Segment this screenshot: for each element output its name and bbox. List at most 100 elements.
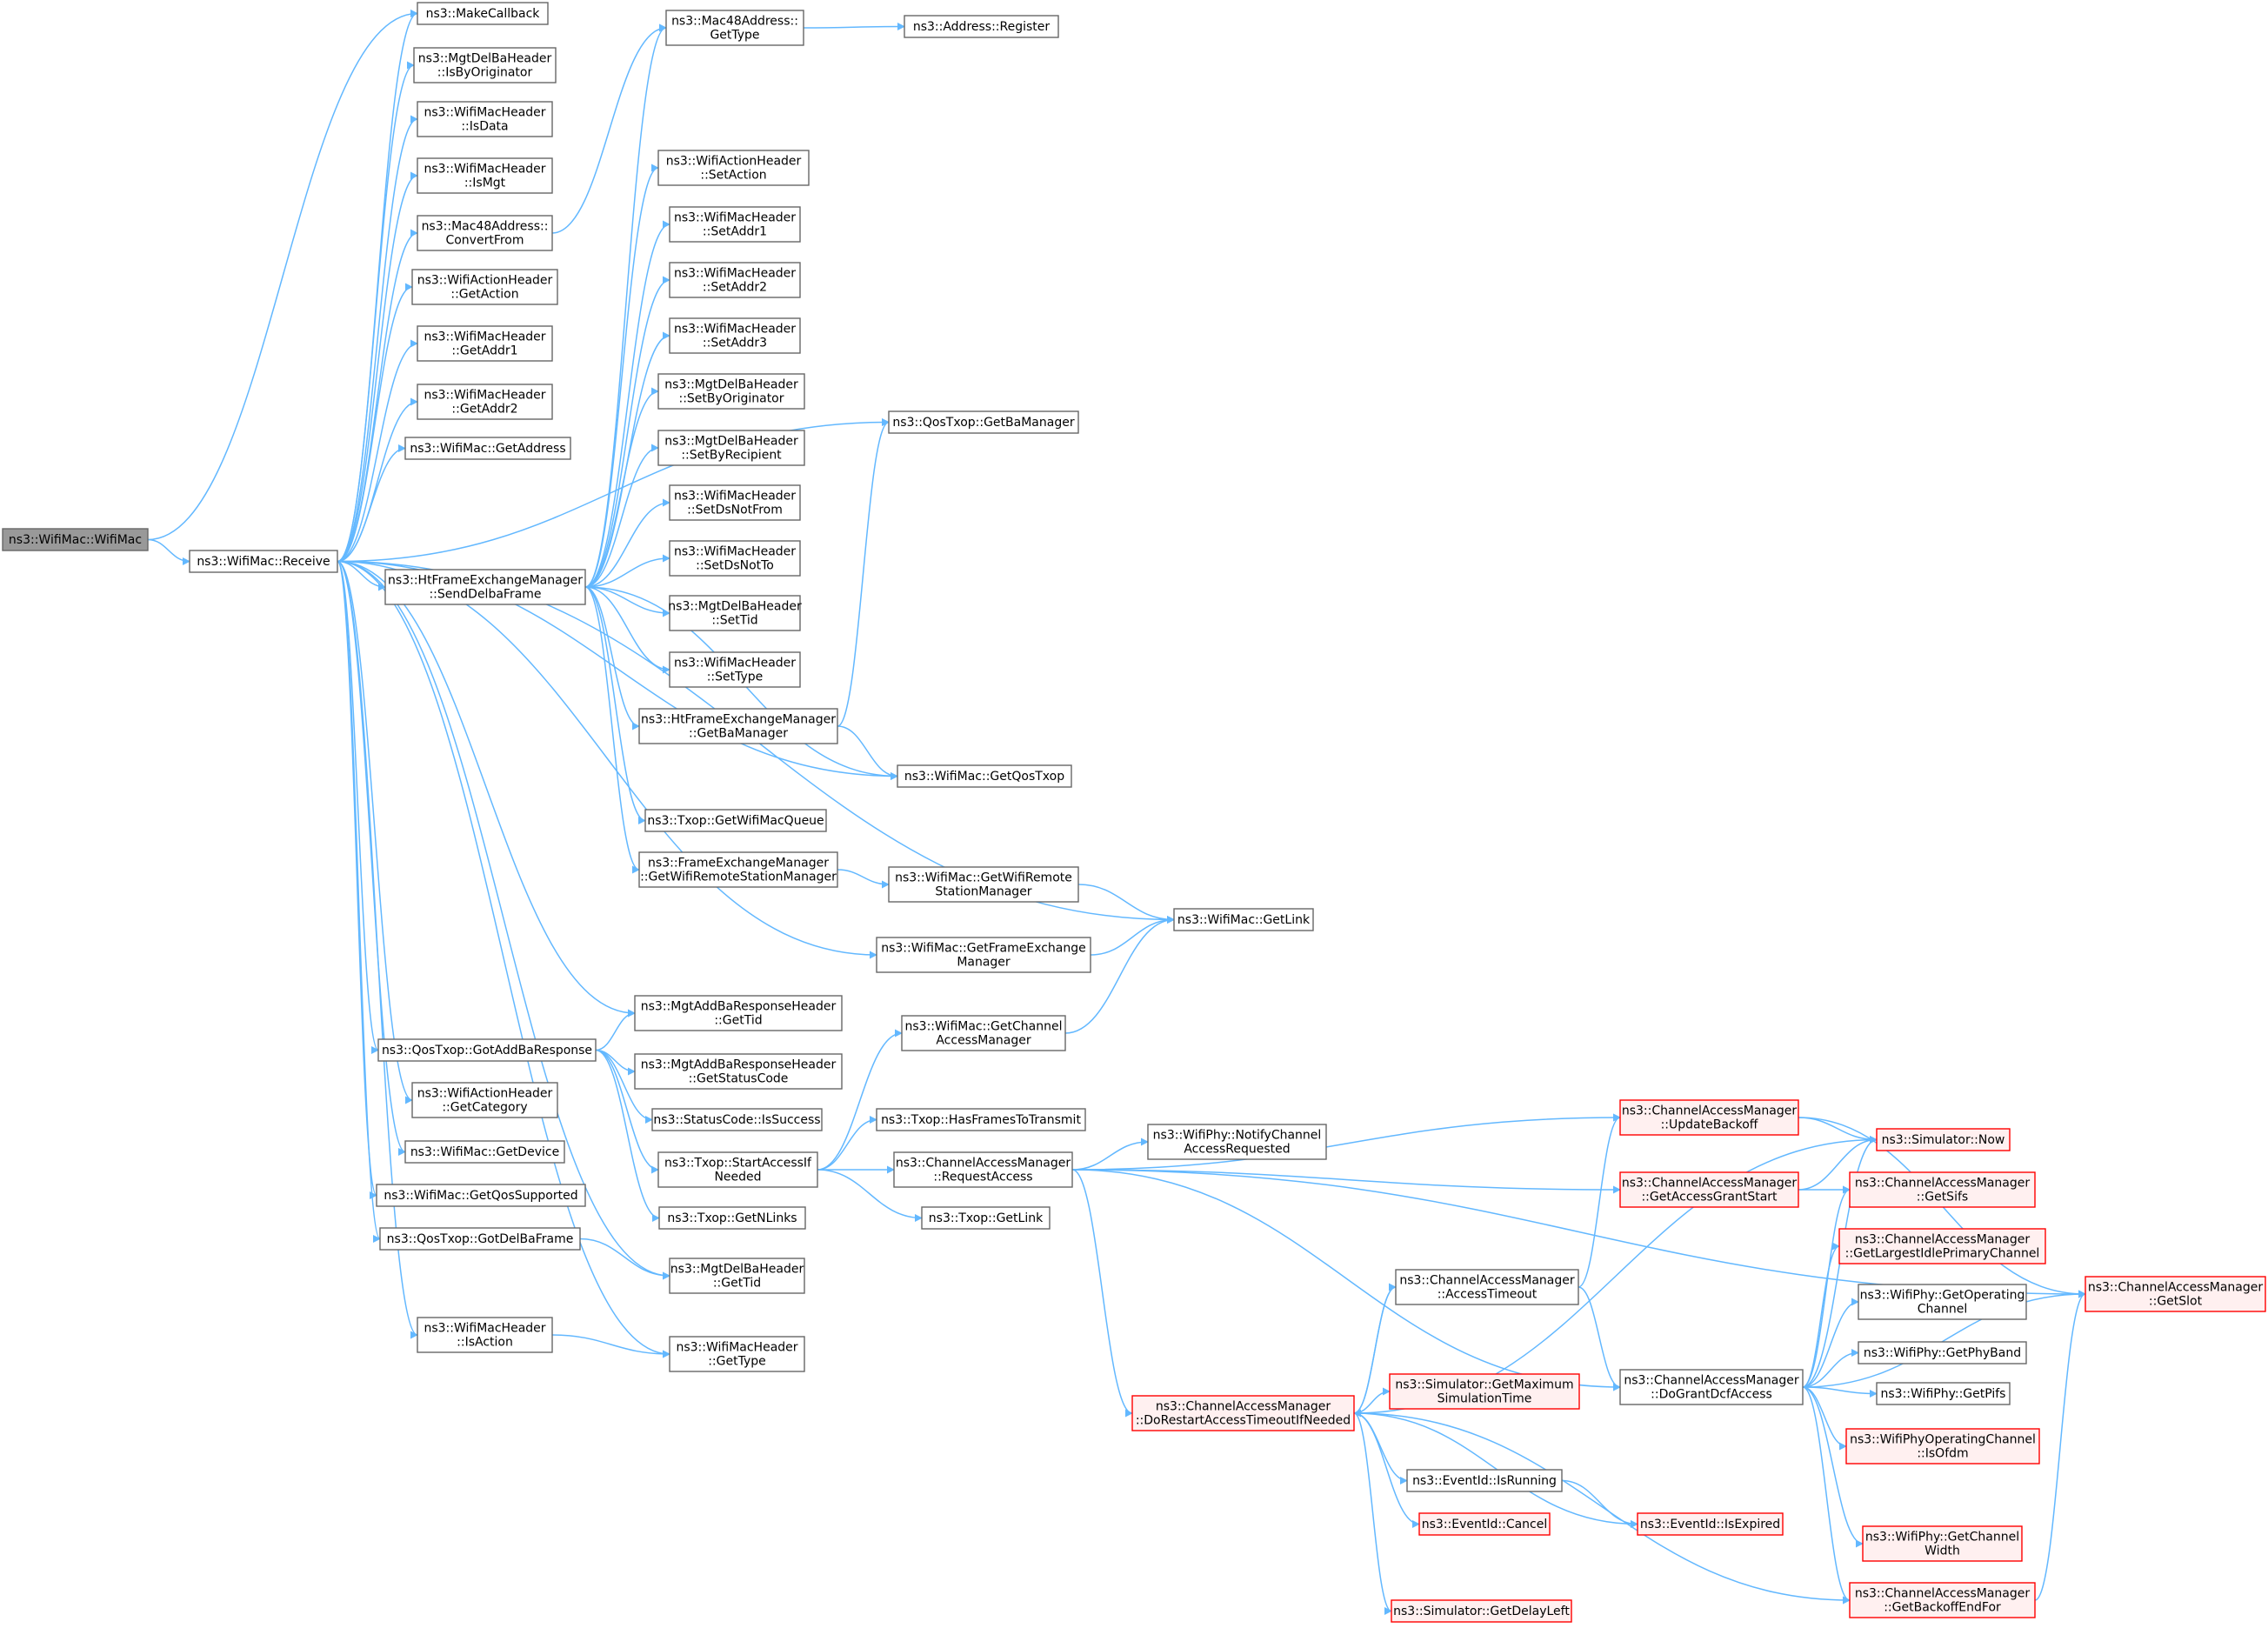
node-addbagettid[interactable]: ns3::MgtAddBaResponseHeader::GetTid xyxy=(634,995,843,1031)
edge-line xyxy=(584,586,670,674)
node-label: ::AccessTimeout xyxy=(1438,1288,1538,1302)
node-label: ::GetAccessGrantStart xyxy=(1641,1191,1778,1204)
node-register[interactable]: ns3::Address::Register xyxy=(904,15,1059,38)
edge-line xyxy=(584,498,670,588)
node-now[interactable]: ns3::Simulator::Now xyxy=(1876,1128,2011,1151)
node-getsifs[interactable]: ns3::ChannelAccessManager::GetSifs xyxy=(1849,1171,2036,1208)
node-getpifs[interactable]: ns3::WifiPhy::GetPifs xyxy=(1876,1382,2011,1405)
edge-line xyxy=(584,554,670,588)
edge-line xyxy=(817,1169,923,1222)
node-issuccess[interactable]: ns3::StatusCode::IsSuccess xyxy=(651,1108,823,1131)
node-txopgetlink[interactable]: ns3::Txop::GetLink xyxy=(921,1206,1051,1230)
node-box xyxy=(2085,1276,2266,1312)
node-label: ::SendDelbaFrame xyxy=(429,588,541,602)
node-isrunning[interactable]: ns3::EventId::IsRunning xyxy=(1406,1469,1563,1492)
node-gotaddba[interactable]: ns3::QosTxop::GotAddBaResponse xyxy=(377,1038,597,1062)
node-getnlinks[interactable]: ns3::Txop::GetNLinks xyxy=(658,1206,806,1230)
node-updatebackoff[interactable]: ns3::ChannelAccessManager::UpdateBackoff xyxy=(1619,1099,1799,1136)
node-notifychannel[interactable]: ns3::WifiPhy::NotifyChannelAccessRequest… xyxy=(1147,1124,1327,1160)
edge-line xyxy=(337,560,381,1243)
node-wifimac[interactable]: ns3::WifiMac::WifiMac xyxy=(2,528,149,551)
node-box xyxy=(417,101,553,137)
edge-line xyxy=(1353,1412,1392,1615)
node-isdata[interactable]: ns3::WifiMacHeader::IsData xyxy=(417,101,553,137)
edge-line xyxy=(1071,1138,1149,1171)
node-settype[interactable]: ns3::WifiMacHeader::SetType xyxy=(669,651,801,688)
node-label: Width xyxy=(1924,1545,1960,1558)
node-setaddr2[interactable]: ns3::WifiMacHeader::SetAddr2 xyxy=(669,262,801,298)
node-requestaccess[interactable]: ns3::ChannelAccessManager::RequestAccess xyxy=(893,1151,1073,1188)
node-box xyxy=(893,1151,1073,1188)
node-getaddress[interactable]: ns3::WifiMac::GetAddress xyxy=(404,437,571,460)
node-setaction[interactable]: ns3::WifiActionHeader::SetAction xyxy=(657,150,810,186)
node-label: ns3::WifiMac::GetLink xyxy=(1177,913,1311,927)
node-label: Needed xyxy=(714,1171,761,1184)
node-accesstimeout[interactable]: ns3::ChannelAccessManager::AccessTimeout xyxy=(1395,1269,1579,1305)
node-getbackoffend[interactable]: ns3::ChannelAccessManager::GetBackoffEnd… xyxy=(1849,1582,2036,1618)
edge-dorestart-to-cancel xyxy=(1353,1412,1420,1528)
node-getdevice[interactable]: ns3::WifiMac::GetDevice xyxy=(404,1140,565,1164)
node-label: ns3::QosTxop::GotDelBaFrame xyxy=(387,1232,574,1246)
node-getlargestidle[interactable]: ns3::ChannelAccessManager::GetLargestIdl… xyxy=(1838,1228,2046,1264)
node-label: AccessManager xyxy=(936,1034,1031,1048)
node-htgetbamanager[interactable]: ns3::HtFrameExchangeManager::GetBaManage… xyxy=(638,708,838,744)
node-getstatuscode[interactable]: ns3::MgtAddBaResponseHeader::GetStatusCo… xyxy=(634,1053,843,1090)
node-isexpired[interactable]: ns3::EventId::IsExpired xyxy=(1637,1512,1784,1536)
node-box xyxy=(921,1206,1051,1230)
node-label: ns3::WifiPhyOperatingChannel xyxy=(1850,1433,2036,1447)
node-convertfrom[interactable]: ns3::Mac48Address::ConvertFrom xyxy=(417,215,553,251)
node-mac48gettype[interactable]: ns3::Mac48Address::GetType xyxy=(665,10,804,46)
node-cancel[interactable]: ns3::EventId::Cancel xyxy=(1418,1512,1551,1536)
node-isbyoriginator[interactable]: ns3::MgtDelBaHeader::IsByOriginator xyxy=(413,47,557,83)
node-makecallback[interactable]: ns3::MakeCallback xyxy=(417,2,549,25)
node-getwifimacqueue[interactable]: ns3::Txop::GetWifiMacQueue xyxy=(644,809,827,832)
node-setdsnotto[interactable]: ns3::WifiMacHeader::SetDsNotTo xyxy=(669,540,801,577)
node-getaccessgrant[interactable]: ns3::ChannelAccessManager::GetAccessGran… xyxy=(1619,1171,1799,1208)
node-ismgt[interactable]: ns3::WifiMacHeader::IsMgt xyxy=(417,157,553,194)
node-receive[interactable]: ns3::WifiMac::Receive xyxy=(189,550,338,573)
node-settid[interactable]: ns3::MgtDelBaHeader::SetTid xyxy=(668,595,802,631)
node-box xyxy=(377,1038,597,1062)
node-qosgetbamanager[interactable]: ns3::QosTxop::GetBaManager xyxy=(888,410,1079,434)
node-hdrgettype[interactable]: ns3::WifiMacHeader::GetType xyxy=(669,1336,805,1372)
node-setaddr3[interactable]: ns3::WifiMacHeader::SetAddr3 xyxy=(669,317,801,354)
node-getdelayleft[interactable]: ns3::Simulator::GetDelayLeft xyxy=(1391,1599,1572,1623)
node-box xyxy=(651,1108,823,1131)
node-isofdm[interactable]: ns3::WifiPhyOperatingChannel::IsOfdm xyxy=(1845,1428,2040,1465)
node-dorestart[interactable]: ns3::ChannelAccessManager::DoRestartAcce… xyxy=(1131,1395,1355,1431)
node-getaction[interactable]: ns3::WifiActionHeader::GetAction xyxy=(411,269,558,305)
node-fegetwrsm[interactable]: ns3::FrameExchangeManager::GetWifiRemote… xyxy=(638,851,838,888)
node-hasframes[interactable]: ns3::Txop::HasFramesToTransmit xyxy=(876,1108,1086,1131)
node-isaction[interactable]: ns3::WifiMacHeader::IsAction xyxy=(417,1317,553,1353)
node-setbyoriginator[interactable]: ns3::MgtDelBaHeader::SetByOriginator xyxy=(657,373,805,410)
node-dograntdcf[interactable]: ns3::ChannelAccessManager::DoGrantDcfAcc… xyxy=(1619,1369,1804,1405)
node-label: ::SetAction xyxy=(700,169,766,183)
node-getaddr2[interactable]: ns3::WifiMacHeader::GetAddr2 xyxy=(417,384,553,420)
node-getaddr1[interactable]: ns3::WifiMacHeader::GetAddr1 xyxy=(417,325,553,362)
node-label: ::GetLargestIdlePrimaryChannel xyxy=(1845,1247,2040,1261)
edge-dograntdcf-to-getslot xyxy=(1802,1290,2086,1388)
node-getqossupported[interactable]: ns3::WifiMac::GetQosSupported xyxy=(376,1184,586,1207)
node-getqostxop[interactable]: ns3::WifiMac::GetQosTxop xyxy=(897,764,1072,788)
node-label: ns3::ChannelAccessManager xyxy=(1399,1274,1575,1288)
node-setbyrecipient[interactable]: ns3::MgtDelBaHeader::SetByRecipient xyxy=(657,430,805,466)
edge-receive-to-gotdelba xyxy=(337,560,381,1243)
node-macgetlink[interactable]: ns3::WifiMac::GetLink xyxy=(1173,908,1314,931)
node-setdsnotfrom[interactable]: ns3::WifiMacHeader::SetDsNotFrom xyxy=(669,484,801,521)
node-delbagettid[interactable]: ns3::MgtDelBaHeader::GetTid xyxy=(669,1258,805,1294)
edge-line xyxy=(147,10,418,541)
node-getslot[interactable]: ns3::ChannelAccessManager::GetSlot xyxy=(2085,1276,2266,1312)
node-setaddr1[interactable]: ns3::WifiMacHeader::SetAddr1 xyxy=(669,206,801,243)
node-getcategory[interactable]: ns3::WifiActionHeader::GetCategory xyxy=(411,1082,558,1118)
node-gotdelba[interactable]: ns3::QosTxop::GotDelBaFrame xyxy=(379,1227,581,1251)
node-macgetwrsm[interactable]: ns3::WifiMac::GetWifiRemoteStationManage… xyxy=(888,866,1079,903)
node-box xyxy=(384,569,586,605)
node-senddelba[interactable]: ns3::HtFrameExchangeManager::SendDelbaFr… xyxy=(384,569,586,605)
node-getphyband[interactable]: ns3::WifiPhy::GetPhyBand xyxy=(1858,1341,2027,1364)
